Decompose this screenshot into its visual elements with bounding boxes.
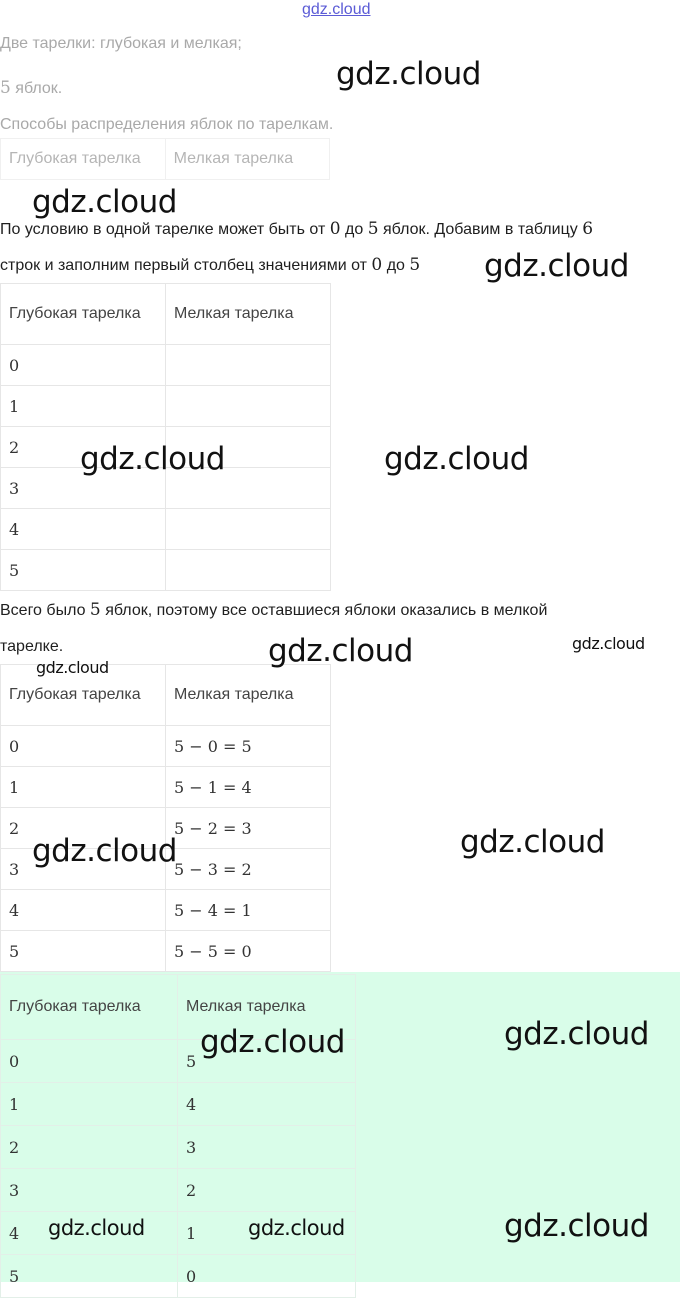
watermark: gdz.cloud [504,1016,649,1052]
site-link[interactable]: gdz.cloud [302,1,371,18]
column-header-shallow: Мелкая тарелка [165,664,331,726]
table-row: 4 [0,508,331,550]
cell-deep: 0 [0,344,166,386]
cell-shallow: 4 [177,1082,356,1126]
paragraph-2-line-1: Всего было 5 яблок, поэтому все оставшие… [0,600,548,620]
column-header-shallow: Мелкая тарелка [164,138,331,180]
cell-shallow: 5 − 1 = 4 [165,766,331,808]
cell-shallow [165,549,331,591]
cell-deep: 2 [0,1125,178,1169]
cell-deep: 1 [0,1082,178,1126]
column-header-deep: Глубокая тарелка [0,664,166,726]
cell-shallow: 5 − 3 = 2 [165,848,331,890]
cell-deep: 1 [0,766,166,808]
paragraph-1-line-2: строк и заполним первый столбец значения… [0,255,421,275]
cell-shallow: 1 [177,1211,356,1255]
paragraph-2-line-2: тарелке. [0,638,64,655]
watermark: gdz.cloud [484,248,629,284]
watermark: gdz.cloud [504,1208,649,1244]
watermark: gdz.cloud [460,824,605,860]
cell-deep: 3 [0,1168,178,1212]
column-header-shallow: Мелкая тарелка [165,283,331,345]
cell-shallow: 5 − 0 = 5 [165,725,331,767]
cell-deep: 0 [0,1039,178,1083]
cell-deep: 1 [0,385,166,427]
cell-shallow [165,508,331,550]
table-row: 5 [0,549,331,591]
cell-shallow: 5 − 2 = 3 [165,807,331,849]
watermark: gdz.cloud [32,833,177,869]
cell-shallow: 5 − 4 = 1 [165,889,331,931]
table-row: 1 [0,385,331,427]
cell-deep: 0 [0,725,166,767]
table-row: 2 [0,426,331,468]
cell-deep: 2 [0,426,166,468]
watermark: gdz.cloud [384,441,529,477]
watermark: gdz.cloud [36,658,109,677]
cell-shallow [165,467,331,509]
cell-shallow: 0 [177,1254,356,1298]
intro-line-3: Способы распределения яблок по тарелкам. [0,116,334,133]
watermark: gdz.cloud [200,1024,345,1060]
table-row: 3 [0,467,331,509]
watermark: gdz.cloud [336,56,481,92]
faded-table-header: Глубокая тарелка Мелкая тарелка [0,138,331,180]
table-row: 0 [0,344,331,386]
cell-deep: 5 [0,1254,178,1298]
cell-shallow: 2 [177,1168,356,1212]
cell-deep: 3 [0,848,166,890]
cell-deep: 4 [0,889,166,931]
column-header-deep: Глубокая тарелка [0,974,178,1040]
watermark: gdz.cloud [268,633,413,669]
column-header-deep: Глубокая тарелка [0,138,166,180]
cell-deep: 5 [0,549,166,591]
intro-line-2: 5 яблок. [0,78,62,99]
watermark: gdz.cloud [32,184,177,220]
cell-shallow [165,385,331,427]
cell-shallow: 5 − 5 = 0 [165,930,331,972]
watermark: gdz.cloud [248,1216,345,1240]
watermark: gdz.cloud [48,1216,145,1240]
cell-deep: 3 [0,467,166,509]
cell-shallow: 3 [177,1125,356,1169]
apples-count: 5 [0,78,11,98]
cell-deep: 5 [0,930,166,972]
cell-shallow [165,344,331,386]
column-header-shallow: Мелкая тарелка [177,974,356,1040]
cell-deep: 4 [0,1211,178,1255]
watermark: gdz.cloud [80,441,225,477]
intro-line-1: Две тарелки: глубокая и мелкая; [0,35,242,52]
apples-text: яблок. [10,80,63,97]
cell-deep: 4 [0,508,166,550]
watermark: gdz.cloud [572,634,645,653]
column-header-deep: Глубокая тарелка [0,283,166,345]
paragraph-1-line-1: По условию в одной тарелке может быть от… [0,219,594,239]
